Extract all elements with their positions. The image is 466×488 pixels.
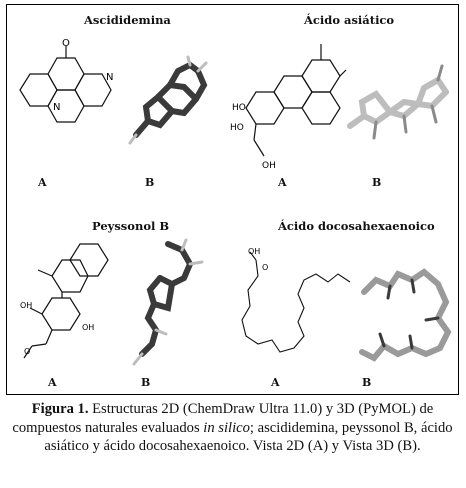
- label-a: A: [38, 176, 47, 189]
- atom-ho-label: HO: [232, 103, 246, 113]
- label-b: B: [145, 176, 155, 189]
- figure-frame: [6, 4, 459, 395]
- acido-docosahexaenoico-3d-model: [359, 268, 452, 362]
- caption-label: Figura 1.: [31, 401, 89, 417]
- atom-oh-label: OH: [20, 301, 32, 310]
- acido-docosahexaenoico-2d-structure: OH O: [241, 247, 351, 353]
- panel-title-peyssonol-b: Peyssonol B: [92, 219, 170, 233]
- label-b: B: [362, 376, 372, 389]
- label-a: A: [271, 376, 280, 389]
- atom-ho-label: HO: [230, 123, 244, 133]
- atom-oh-label: OH: [82, 323, 94, 332]
- atom-o-label: O: [24, 347, 30, 356]
- atom-n-label: N: [106, 72, 113, 83]
- caption-italic: in silico: [203, 419, 250, 436]
- caption-text-1: Estructuras 2D (ChemDraw Ultra 11.0) y 3…: [12, 401, 434, 436]
- acido-asiatico-3d-model: [347, 64, 449, 140]
- ascididemina-2d-structure: O N N: [19, 38, 113, 123]
- panel-title-ascididemina: Ascididemina: [84, 13, 171, 27]
- label-b: B: [372, 176, 382, 189]
- acido-asiatico-2d-structure: HO HO OH: [230, 44, 347, 171]
- peyssonol-b-3d-model: [132, 238, 204, 366]
- caption-text-2: ; ascididemina, peyssonol B, ácido asiát…: [44, 419, 453, 455]
- panel-title-acido-docosahexaenoico: Ácido docosahexaenoico: [278, 219, 435, 233]
- label-a: A: [48, 376, 57, 389]
- atom-oh-label: OH: [262, 161, 276, 171]
- label-b: B: [141, 376, 151, 389]
- figure-caption: Figura 1. Estructuras 2D (ChemDraw Ultra…: [6, 400, 459, 456]
- atom-n-label: N: [53, 102, 60, 113]
- atom-o-label: O: [62, 38, 70, 49]
- peyssonol-b-2d-structure: OH OH O: [20, 243, 109, 359]
- atom-oh-label: OH: [248, 247, 260, 256]
- panel-title-acido-asiatico: Ácido asiático: [304, 13, 395, 27]
- ascididemina-3d-model: [128, 55, 208, 145]
- atom-o-label: O: [262, 263, 268, 272]
- label-a: A: [278, 176, 287, 189]
